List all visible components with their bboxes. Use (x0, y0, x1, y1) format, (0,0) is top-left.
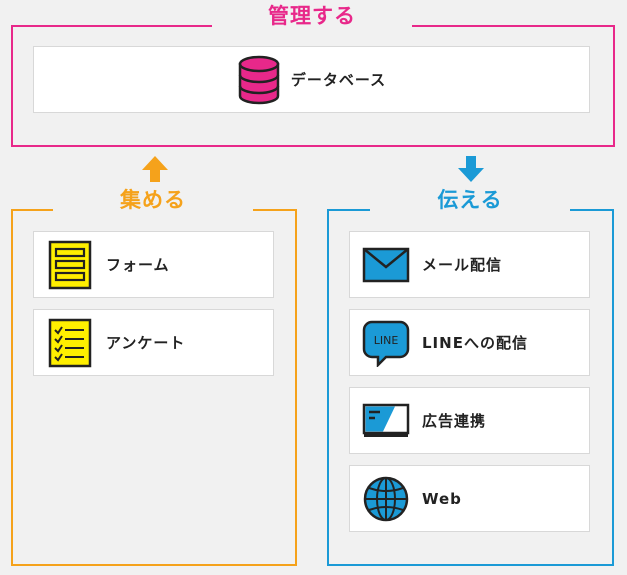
arrow-up-icon (142, 156, 168, 182)
mail-card: メール配信 (349, 231, 590, 298)
survey-checklist-icon (48, 318, 92, 368)
survey-card: アンケート (33, 309, 274, 376)
web-card: Web (349, 465, 590, 532)
ad-display-icon (362, 401, 410, 441)
line-card: LINE LINEへの配信 (349, 309, 590, 376)
line-label: LINEへの配信 (422, 334, 528, 352)
mail-label: メール配信 (422, 256, 503, 274)
line-chat-icon: LINE (362, 319, 410, 367)
database-card: データベース (33, 46, 590, 113)
database-label: データベース (290, 71, 387, 89)
line-icon-text: LINE (374, 334, 399, 347)
deliver-title: 伝える (370, 186, 570, 214)
form-icon (48, 240, 92, 290)
web-label: Web (422, 489, 462, 508)
ad-card: 広告連携 (349, 387, 590, 454)
globe-icon (362, 475, 410, 523)
collect-title: 集める (53, 186, 253, 214)
ad-label: 広告連携 (422, 412, 487, 430)
mail-icon (362, 245, 410, 285)
form-label: フォーム (106, 256, 170, 274)
arrow-down-icon (458, 156, 484, 182)
database-icon (237, 55, 281, 105)
manage-title: 管理する (212, 2, 412, 30)
survey-label: アンケート (106, 334, 186, 352)
form-card: フォーム (33, 231, 274, 298)
